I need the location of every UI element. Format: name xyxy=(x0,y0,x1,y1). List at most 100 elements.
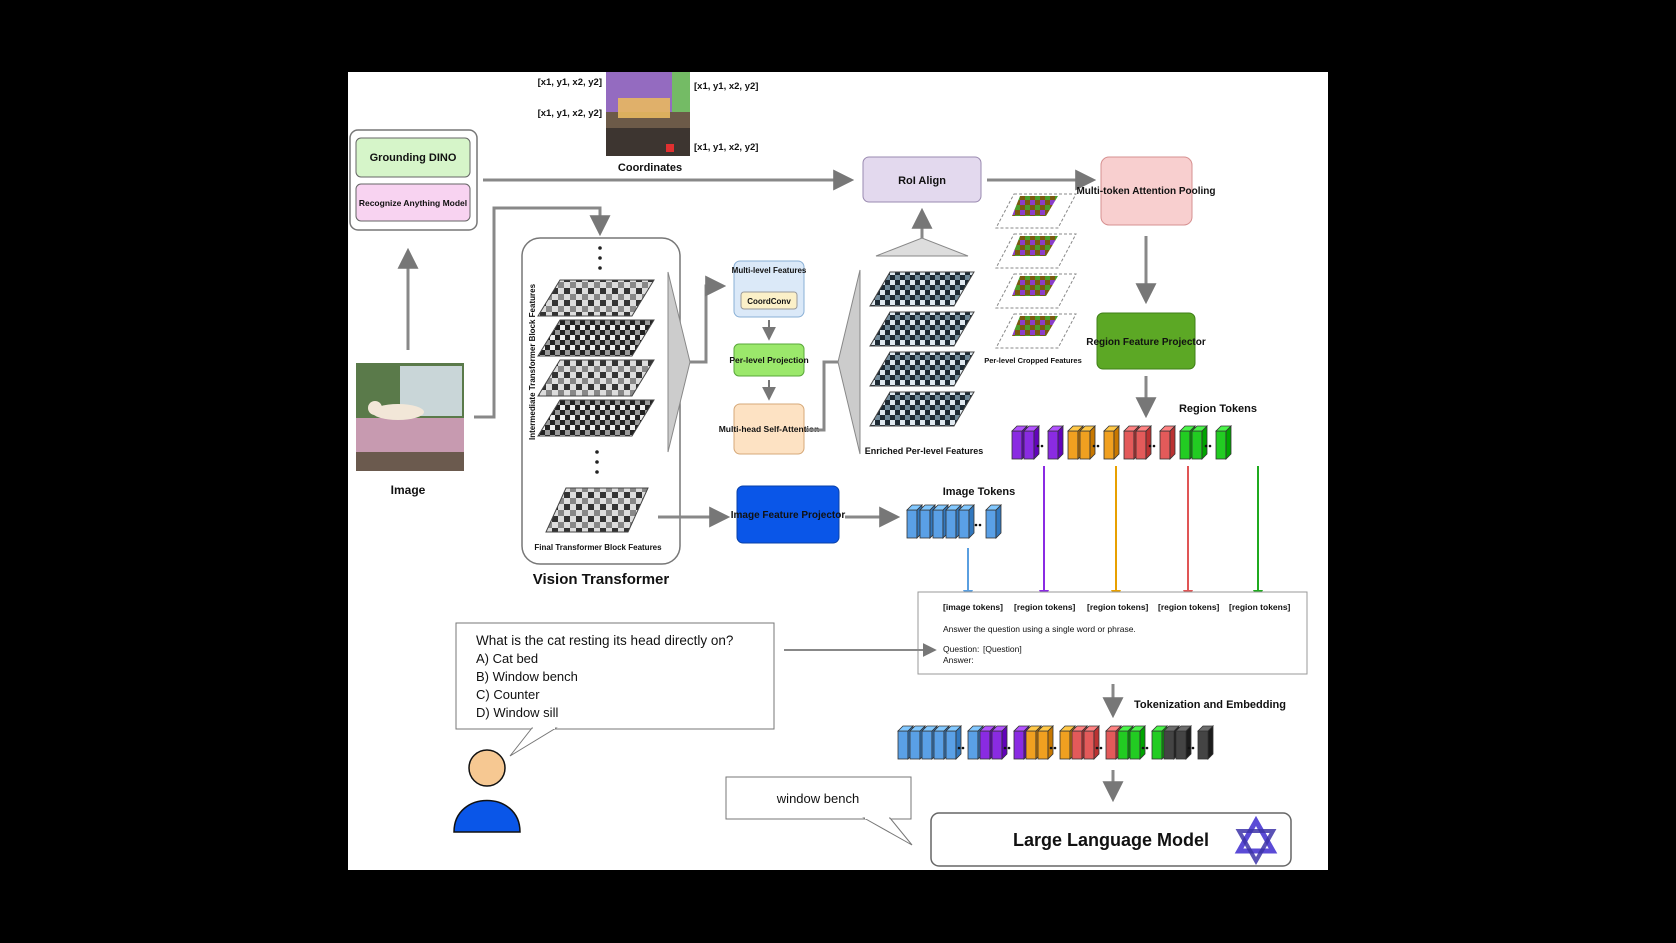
per-level-projection-label: Per-level Projection xyxy=(729,355,808,365)
vit-layer-dots-top xyxy=(598,246,602,270)
region-token xyxy=(1159,425,1176,460)
option-c: C) Counter xyxy=(476,687,540,702)
prompt-tag-image: [image tokens] xyxy=(943,602,1003,612)
pooling-box xyxy=(1100,156,1193,226)
image-projector-box xyxy=(736,485,840,544)
grounding-dino-label: Grounding DINO xyxy=(370,152,457,164)
prompt-tag-region-green: [region tokens] xyxy=(1229,602,1291,612)
embedding-token-row xyxy=(897,725,1214,760)
vit-feature-map-1 xyxy=(537,279,655,317)
region-token-row xyxy=(1011,425,1232,460)
llm-label: Large Language Model xyxy=(1013,830,1209,850)
embedding-token xyxy=(1037,725,1054,760)
prompt-tag-region-purple: [region tokens] xyxy=(1014,602,1076,612)
vit-final-feature-map xyxy=(545,487,649,533)
region-token xyxy=(1215,425,1232,460)
funnel-right xyxy=(837,269,861,455)
answer-text: window bench xyxy=(776,791,859,806)
arrow-features-to-multilevel xyxy=(690,275,727,364)
token-ellipsis xyxy=(1036,444,1044,448)
token-ellipsis xyxy=(1049,746,1057,750)
embedding-token xyxy=(991,725,1008,760)
token-ellipsis xyxy=(957,746,965,750)
token-ellipsis xyxy=(1148,444,1156,448)
arrow-image-to-vit xyxy=(474,206,611,419)
ram-label: Recognize Anything Model xyxy=(359,198,467,208)
embedding-token xyxy=(1197,725,1214,760)
token-ellipsis xyxy=(1187,746,1195,750)
region-token xyxy=(1079,425,1096,460)
arrow-enriched-to-roi xyxy=(875,237,969,257)
arrow-attention-to-enriched xyxy=(806,360,838,432)
grounding-dino-box xyxy=(355,137,471,178)
per-level-projection-box xyxy=(733,343,805,377)
image-projector-label: Image Feature Projector xyxy=(731,510,846,521)
enriched-features-label: Enriched Per-level Features xyxy=(865,446,984,456)
token-ellipsis xyxy=(1003,746,1011,750)
prompt-tag-region-orange: [region tokens] xyxy=(1087,602,1149,612)
region-token xyxy=(1103,425,1120,460)
token-ellipsis xyxy=(1095,746,1103,750)
multilevel-features-label: Multi-level Features xyxy=(732,266,807,275)
region-tokens-label: Region Tokens xyxy=(1179,403,1257,415)
vit-feature-map-3 xyxy=(537,359,655,397)
image-token xyxy=(985,504,1002,539)
llm-box xyxy=(930,812,1292,867)
embedding-token xyxy=(945,725,962,760)
prompt-answer-label: Answer: xyxy=(943,655,974,665)
image-label: Image xyxy=(391,483,426,497)
region-token xyxy=(1191,425,1208,460)
tokenization-label: Tokenization and Embedding xyxy=(1134,699,1286,711)
roi-align-box xyxy=(862,156,982,203)
option-a: A) Cat bed xyxy=(476,651,538,666)
person-icon xyxy=(453,749,521,833)
self-attention-box xyxy=(733,403,805,455)
cropped-features-label: Per-level Cropped Features xyxy=(984,356,1082,365)
vit-feature-map-4 xyxy=(537,399,655,437)
question-text: What is the cat resting its head directl… xyxy=(476,633,733,648)
llm-logo-icon xyxy=(1234,815,1278,866)
question-bubble xyxy=(455,622,775,757)
image-token-row xyxy=(906,504,1002,539)
embedding-token xyxy=(1083,725,1100,760)
vision-transformer: Intermediate Transformer Block Features … xyxy=(521,237,681,565)
grounding-group: Grounding DINO Recognize Anything Model xyxy=(349,129,478,231)
token-ellipsis xyxy=(974,523,982,527)
image-tokens-label: Image Tokens xyxy=(943,486,1016,498)
self-attention-label: Multi-head Self-Attention xyxy=(719,424,820,434)
embedding-token xyxy=(1175,725,1192,760)
token-ellipsis xyxy=(1092,444,1100,448)
roi-align-label: RoI Align xyxy=(898,175,946,187)
ram-box xyxy=(355,183,471,222)
prompt-template-box xyxy=(917,591,1308,675)
vit-final-label: Final Transformer Block Features xyxy=(534,543,662,552)
option-d: D) Window sill xyxy=(476,705,558,720)
prompt-instruction: Answer the question using a single word … xyxy=(943,624,1136,634)
funnel-left xyxy=(667,271,691,453)
option-b: B) Window bench xyxy=(476,669,578,684)
box-coord-orange: [x1, y1, x2, y2] xyxy=(538,108,602,119)
region-projector-box xyxy=(1096,312,1196,370)
image-token xyxy=(958,504,975,539)
box-coord-purple: [x1, y1, x2, y2] xyxy=(538,77,602,88)
coordconv-label: CoordConv xyxy=(747,297,791,306)
box-coord-green: [x1, y1, x2, y2] xyxy=(694,81,758,92)
region-token xyxy=(1023,425,1040,460)
box-coord-red: [x1, y1, x2, y2] xyxy=(694,142,758,153)
enriched-features-stack xyxy=(869,271,975,427)
prompt-tag-region-red: [region tokens] xyxy=(1158,602,1220,612)
vit-intermediate-label: Intermediate Transformer Block Features xyxy=(528,283,537,440)
region-token xyxy=(1047,425,1064,460)
prompt-question-placeholder: [Question] xyxy=(983,644,1022,654)
vit-feature-map-2 xyxy=(537,319,655,357)
vit-layer-dots-bottom xyxy=(595,450,599,474)
pooling-label: Multi-token Attention Pooling xyxy=(1076,186,1215,197)
coordinates-label: Coordinates xyxy=(618,162,682,174)
region-token xyxy=(1135,425,1152,460)
cropped-features-stack xyxy=(995,193,1077,349)
coordconv-box xyxy=(740,291,798,310)
token-ellipsis xyxy=(1141,746,1149,750)
region-projector-label: Region Feature Projector xyxy=(1086,337,1206,348)
coordinates-image xyxy=(606,72,690,156)
